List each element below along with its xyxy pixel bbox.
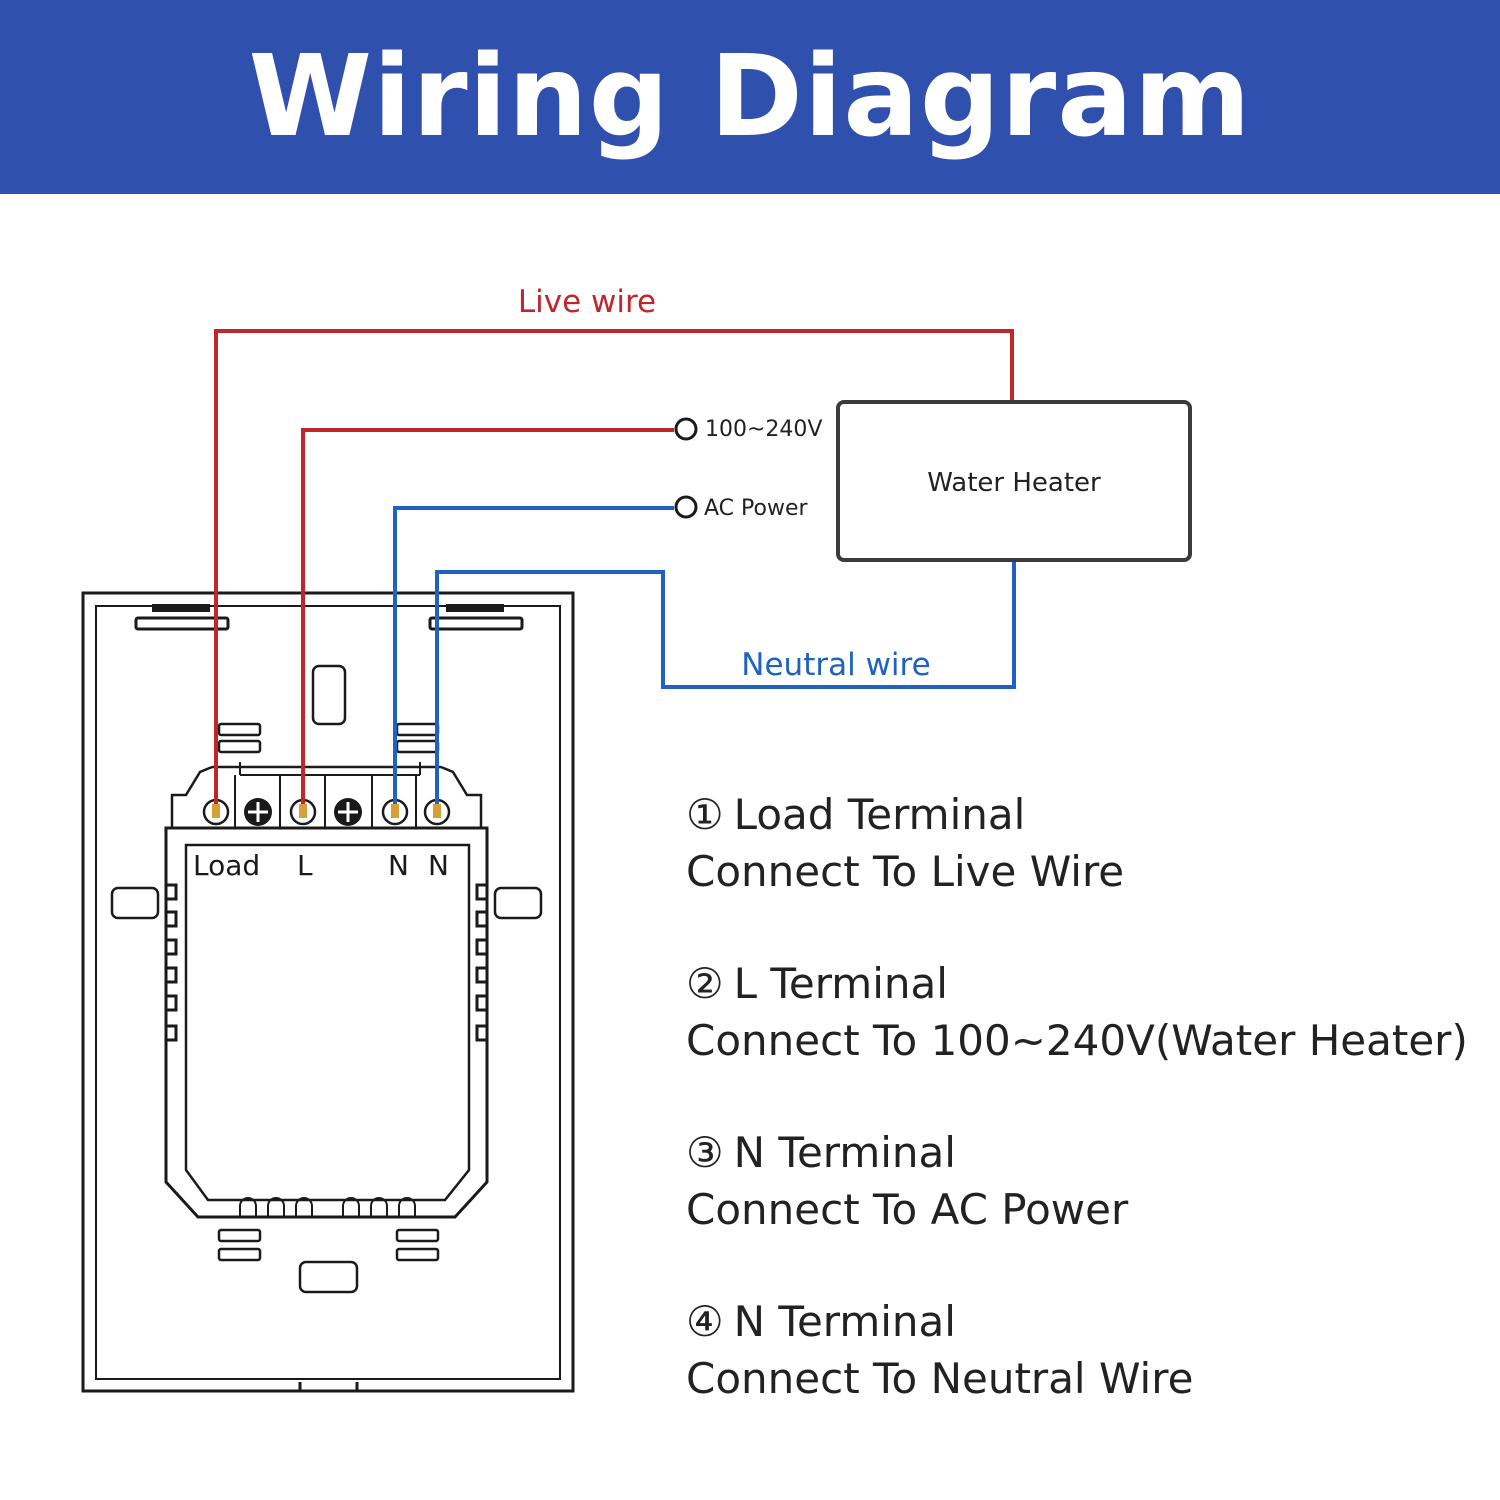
terminal-screw-dummy-2 <box>334 798 362 826</box>
live-wire-l <box>301 428 674 806</box>
step-number: ③ <box>686 1128 724 1177</box>
plate-details <box>110 664 543 1294</box>
plate-top-clips <box>152 604 504 612</box>
neutral-wire-heater <box>435 560 1016 806</box>
terminal-screw-dummy-1 <box>244 798 272 826</box>
step-detail: Connect To Neutral Wire <box>686 1354 1194 1403</box>
step-detail: Connect To AC Power <box>686 1185 1129 1234</box>
step-detail: Connect To 100~240V(Water Heater) <box>686 1016 1468 1065</box>
switch-module <box>164 762 489 1219</box>
live-wire-load <box>214 329 1014 806</box>
page-title: Wiring Diagram <box>248 32 1252 162</box>
step-title: L Terminal <box>733 959 948 1008</box>
switch-plate <box>81 591 575 1393</box>
wire-tips <box>212 804 441 818</box>
neutral-wire-ac <box>393 506 674 806</box>
live-wire-label: Live wire <box>518 284 656 320</box>
step-number: ① <box>686 790 724 839</box>
terminal-label-load: Load <box>193 849 260 882</box>
header-banner: Wiring Diagram <box>0 0 1500 194</box>
terminal-label-l: L <box>297 849 313 882</box>
step-number: ④ <box>686 1297 724 1346</box>
terminal-label-n2: N <box>428 849 449 882</box>
step-number: ② <box>686 959 724 1008</box>
live-wires <box>214 329 1014 806</box>
power-ac-label: AC Power <box>704 496 808 521</box>
step-title: Load Terminal <box>733 790 1026 839</box>
water-heater-label: Water Heater <box>927 468 1101 498</box>
power-voltage-label: 100~240V <box>705 417 822 442</box>
neutral-wire-label: Neutral wire <box>741 647 930 683</box>
power-terminal-voltage <box>674 417 698 441</box>
step-detail: Connect To Live Wire <box>686 847 1125 896</box>
neutral-wires <box>393 506 1016 806</box>
water-heater-box <box>836 400 1192 562</box>
power-terminal-ac <box>674 495 698 519</box>
step-title: N Terminal <box>733 1128 956 1177</box>
step-title: N Terminal <box>733 1297 956 1346</box>
terminal-label-n1: N <box>388 849 409 882</box>
